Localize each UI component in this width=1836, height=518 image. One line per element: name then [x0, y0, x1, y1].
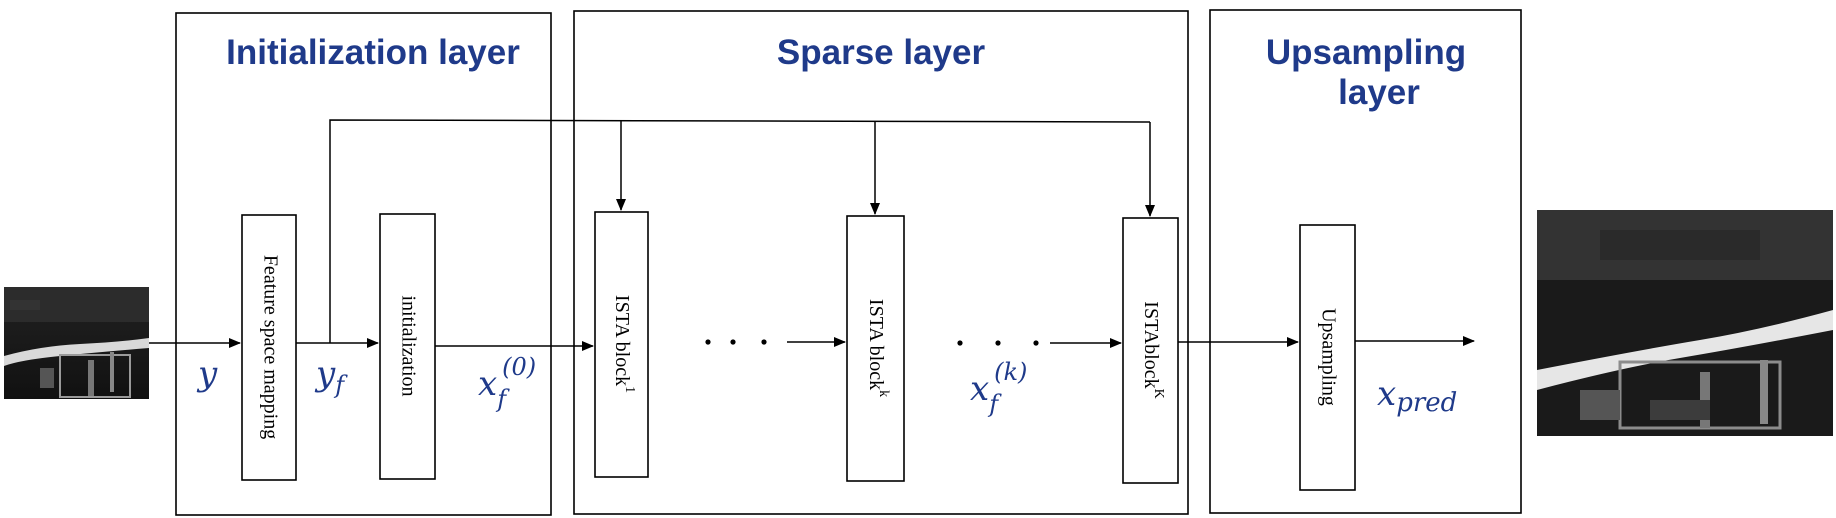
upsampling-layer-frame [1209, 9, 1522, 514]
initialization-block [379, 213, 436, 480]
ista-block-K-superscript: K [1151, 389, 1166, 399]
ista-block-k [846, 215, 905, 482]
sparse-layer-frame [573, 10, 1189, 515]
ista-block-K [1122, 217, 1179, 484]
ista-block-k-label: ISTA blockk [865, 299, 890, 397]
signal-yf-sub: f [333, 371, 348, 399]
signal-xf0: xf (0) [478, 353, 536, 413]
signal-xfk-base: x [970, 369, 989, 409]
ista-block-1-label: ISTA block1 [611, 295, 636, 393]
feature-space-mapping-block [241, 214, 297, 481]
initialization-label: initialization [397, 295, 419, 396]
ista-block-K-text: ISTAblock [1140, 301, 1162, 388]
feature-space-mapping-label: Feature space mapping [259, 255, 281, 439]
signal-xfk: xf (k) [970, 358, 1027, 418]
ista-block-K-label: ISTAblockK [1140, 301, 1165, 398]
upsampling-layer-title-line2: layer [1338, 73, 1420, 112]
signal-xf0-sub: f [495, 385, 510, 413]
signal-xfk-sup: (k) [994, 358, 1027, 386]
signal-xpred: xpred [1377, 374, 1457, 418]
ellipsis-dots-2 [957, 340, 1039, 346]
signal-xpred-base: x [1377, 374, 1396, 414]
input-image [4, 287, 149, 399]
initialization-layer-title: Initialization layer [226, 33, 520, 72]
ista-block-k-text: ISTA block [865, 299, 887, 390]
signal-xpred-sub: pred [1396, 388, 1457, 418]
upsampling-block [1299, 224, 1356, 491]
ellipsis-dots-1 [705, 339, 767, 345]
upsampling-layer-title-line1: Upsampling [1266, 33, 1466, 72]
ista-block-1-superscript: 1 [622, 386, 637, 393]
ista-block-k-superscript: k [876, 390, 891, 397]
ista-block-1 [594, 211, 649, 478]
output-image [1537, 210, 1833, 436]
skip-connection-line [329, 119, 1151, 343]
signal-y: y [196, 354, 218, 394]
sparse-layer-title: Sparse layer [777, 33, 986, 72]
signal-xf0-sup: (0) [502, 353, 536, 381]
initialization-layer-frame [175, 12, 552, 516]
ista-block-1-text: ISTA block [611, 295, 633, 386]
signal-xf0-base: x [478, 364, 497, 404]
signal-yf: yf [314, 354, 348, 399]
upsampling-label: Upsampling [1317, 308, 1339, 406]
signal-yf-base: y [314, 354, 336, 394]
signal-xfk-sub: f [987, 390, 1002, 418]
